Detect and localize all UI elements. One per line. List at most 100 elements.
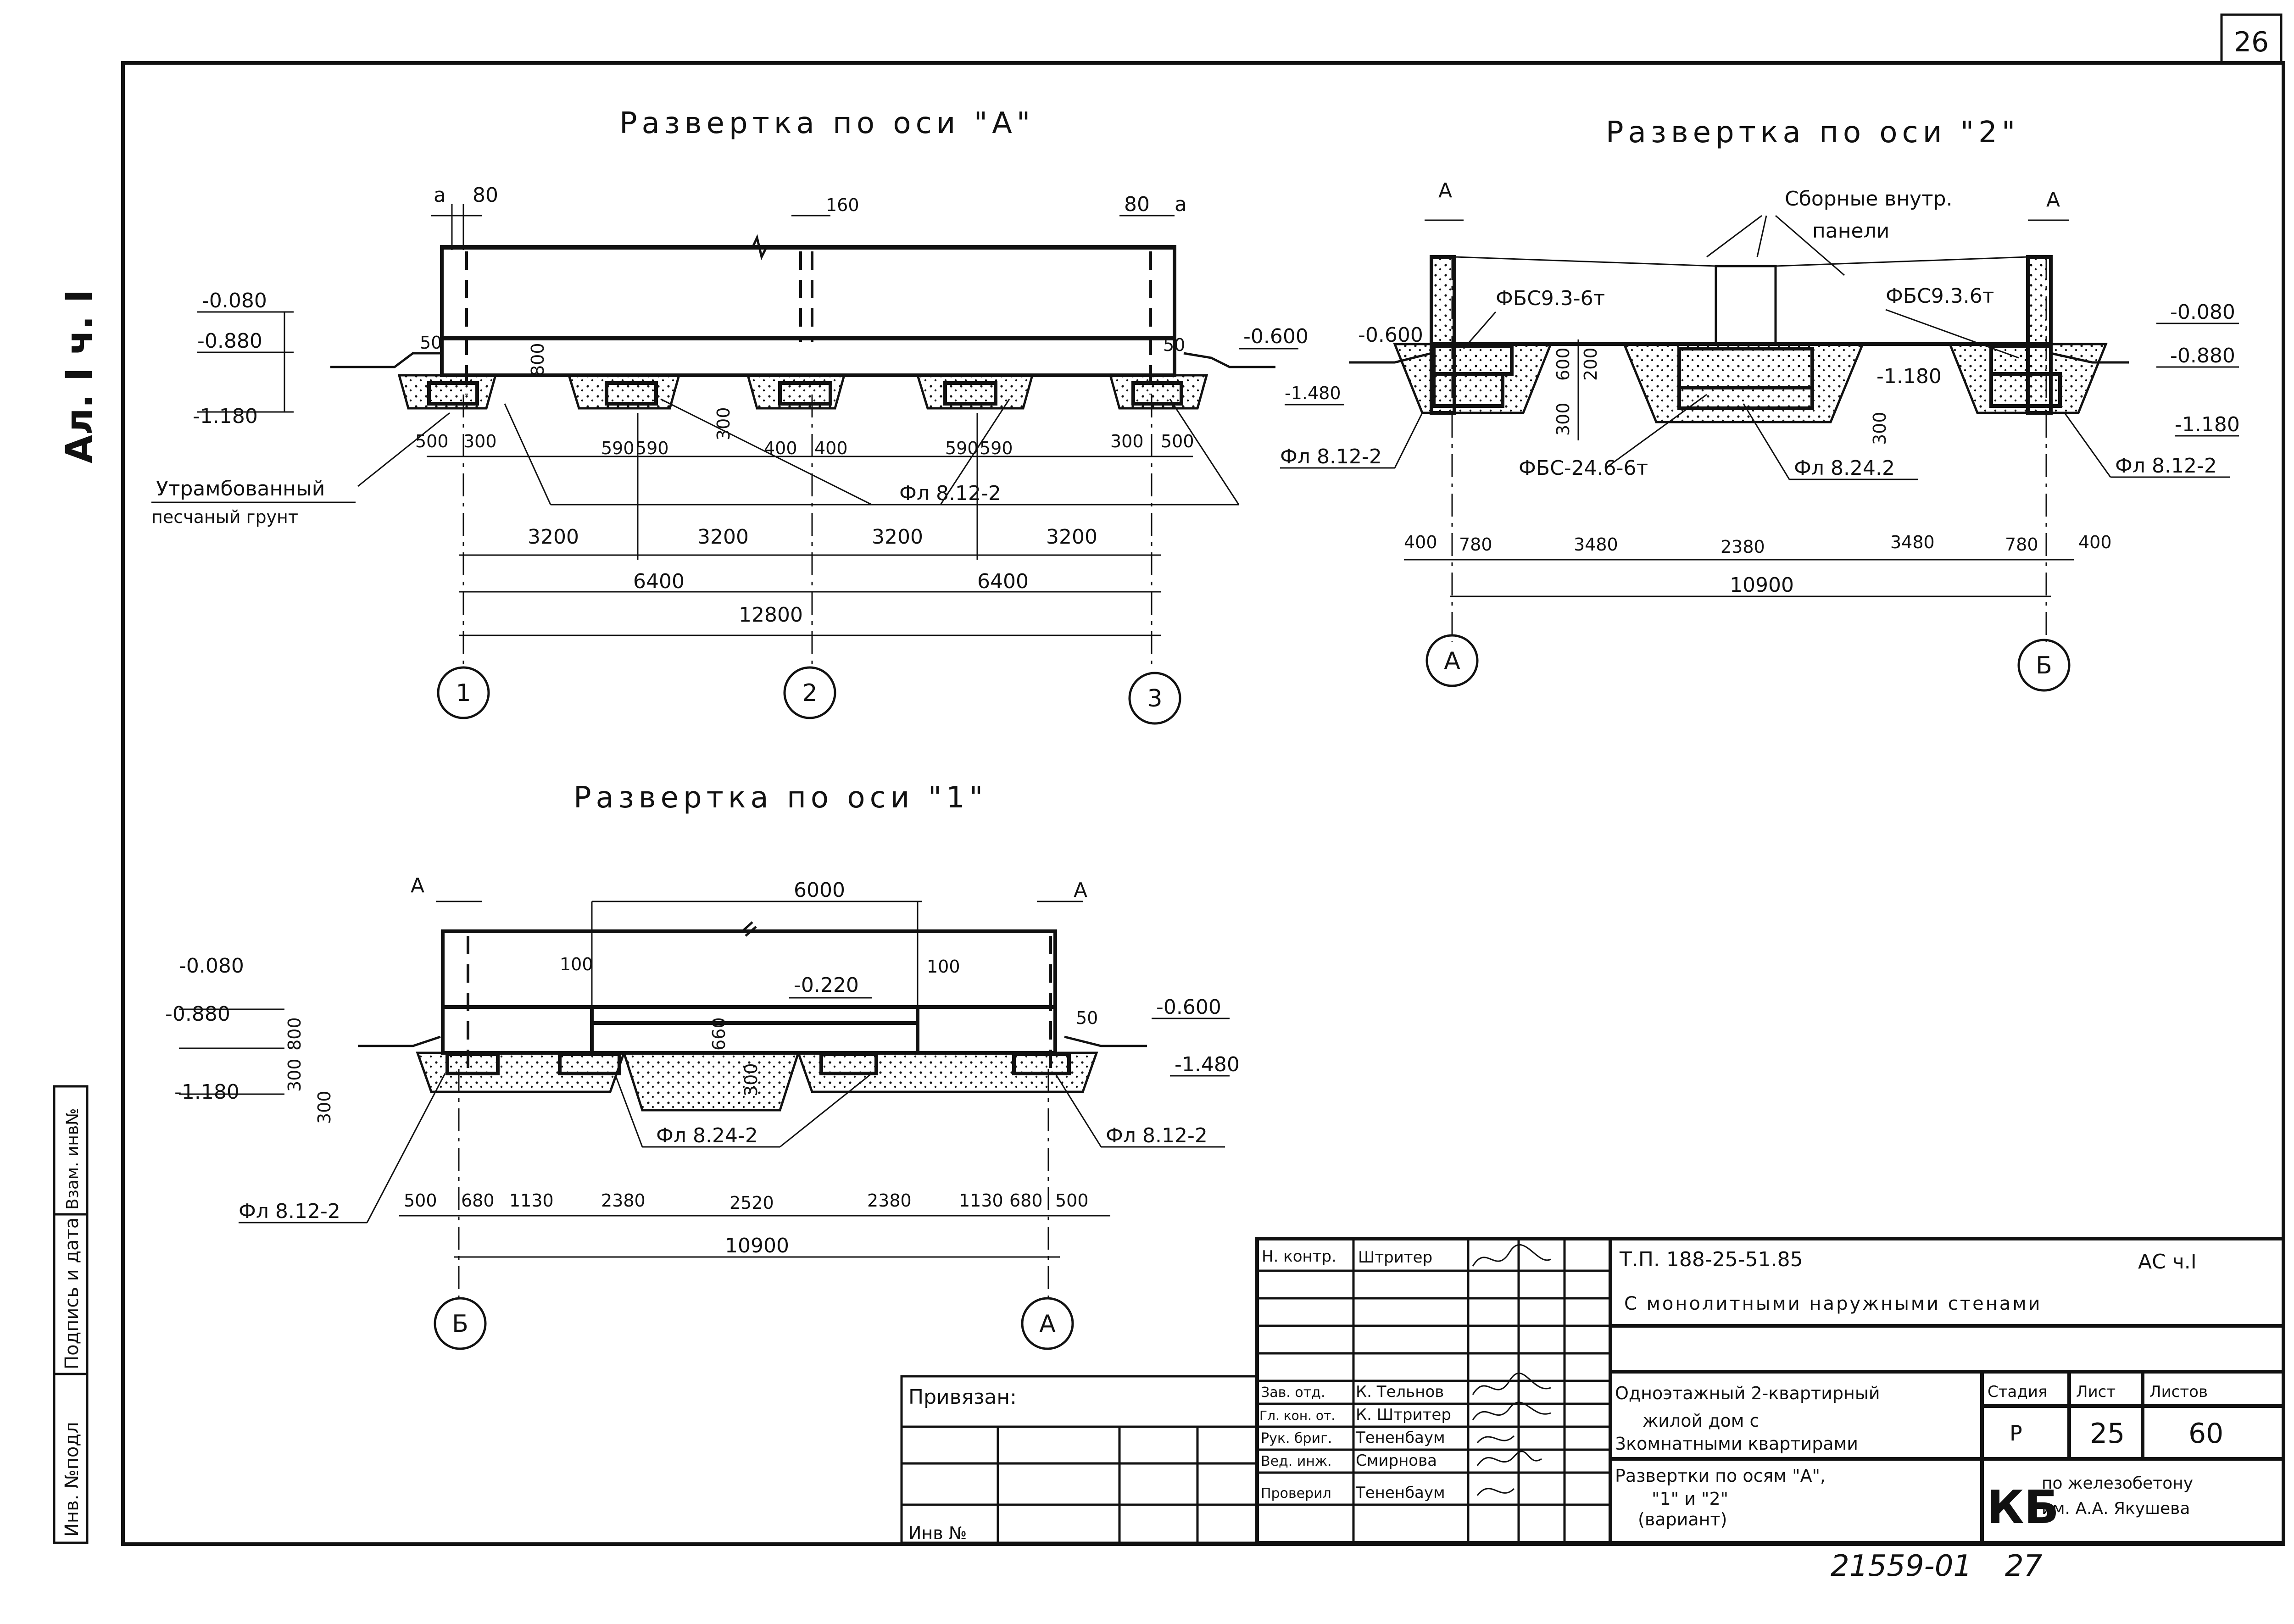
dim-1-8: 680 [1009,1190,1043,1211]
bound-label: Привязан: [908,1385,1017,1409]
title-block: Н. контр. Штритер Зав. отд. К. Тельнов Г… [900,1237,2285,1545]
axis-bubble-2b: Б [2036,652,2052,679]
subtitle: С монолитными наружными стенами [1624,1293,2042,1314]
small-dim-2-1: 600 [1553,347,1573,381]
panels-label-2: панели [1812,219,1889,243]
dim-2-7: 400 [2078,532,2112,552]
top-dim-2b: А [2046,188,2060,211]
small-dim-2-2: 200 [1581,347,1601,381]
stage-value: Р [2010,1421,2022,1446]
small-dim-a4: 300 [713,407,734,440]
part-a: Фл 8.12-2 [899,482,1001,505]
footer-code: 21559-01 [1831,1549,1972,1583]
part-2-1: Фл 8.12-2 [1280,445,1382,468]
sheet-title-3: (вариант) [1638,1509,1727,1529]
small-dim-1-5: 660 [709,1017,729,1051]
top-dim-1b: 6000 [794,879,845,902]
name-5: Смирнова [1356,1452,1437,1470]
name-6: Тененбаум [1355,1484,1445,1502]
name-2: К. Тельнов [1356,1383,1444,1401]
span-a4: 3200 [1046,525,1097,549]
top-dim-a1: a [434,184,446,207]
left-strip: Инв. №подл Подпись и дата Взам. инв№ [53,1085,89,1544]
signature-1 [1472,1244,1551,1267]
level-a-1: -0.080 [202,289,267,312]
bot-dim-a2: 300 [463,431,497,451]
top-dim-a2: 80 [473,184,498,207]
signature-6 [1476,1488,1515,1496]
total-2: 10900 [1730,573,1794,597]
span-a2: 3200 [697,525,749,549]
note-a-2: песчаный грунт [151,507,298,527]
org-logo: КБ [1987,1480,2059,1534]
dim-2-2: 780 [1459,534,1492,555]
sheet-label: Лист [2076,1383,2116,1401]
bot-dim-a6: 400 [814,438,848,458]
small-dim-a2: 800 [528,343,548,376]
role-1: Н. контр. [1262,1247,1336,1266]
note-a-1: Утрамбованный [156,477,325,501]
dim-1-5: 2520 [729,1193,774,1213]
building-2: жилой дом с [1643,1411,1759,1431]
level-1-3: -1.180 [174,1080,239,1104]
bot-dim-a1: 500 [415,431,449,451]
bot-dim-a9: 300 [1110,431,1144,451]
sheet-code: АС ч.I [2138,1250,2197,1274]
level-a-2: -0.880 [197,329,262,353]
top-dim-2a: А [1438,179,1452,202]
dim-2-1: 400 [1404,532,1437,552]
org-2: им. А.А. Якушева [2042,1499,2190,1518]
level-2-1: -0.600 [1358,323,1423,347]
level-a-3: -1.180 [193,405,258,428]
dim-2-3: 3480 [1574,534,1618,555]
drawing-axis-a: Развертка по оси "А" [151,106,1308,725]
small-dim-1-4: 300 [314,1090,334,1124]
level-1-2: -0.880 [165,1002,230,1026]
page-number: 26 [2234,26,2269,58]
block-2-3: ФБС-24.6-6т [1519,456,1648,480]
small-top-1: 100 [560,954,593,974]
axis-bubble-2a: А [1444,647,1460,675]
part-2-3: Фл 8.12-2 [2115,454,2217,478]
stage-label: Стадия [1988,1383,2047,1401]
half-a2: 6400 [977,570,1029,593]
dim-1-6: 2380 [867,1190,912,1211]
dim-2-4: 2380 [1720,537,1765,557]
axis-bubble-a2: 2 [802,679,817,707]
sheet-title-1: Развертки по осям "А", [1615,1466,1826,1486]
part-1-3: Фл 8.12-2 [1106,1124,1208,1147]
bot-dim-a4: 590 [635,438,669,458]
bot-dim-a3: 590 [601,438,635,458]
half-a1: 6400 [633,570,685,593]
org-1: по железобетону [2042,1474,2193,1493]
small-dim-1-3: 300 [284,1058,305,1092]
level-2-6: -1.180 [1876,365,1942,388]
span-a3: 3200 [872,525,923,549]
role-3: Гл. кон. от. [1259,1408,1335,1423]
side-stamp: Ал. I ч. I [58,289,100,463]
role-2: Зав. отд. [1261,1385,1325,1401]
bot-dim-a8: 590 [980,438,1013,458]
page-number-box [2220,13,2283,64]
top-dim-a4: 80 [1124,193,1150,216]
bot-dim-a5: 400 [764,438,797,458]
part-2-2: Фл 8.24.2 [1794,456,1895,480]
top-dim-a3: 160 [826,195,859,215]
axis-bubble-a3: 3 [1147,685,1162,712]
sheets-label: Листов [2149,1383,2208,1401]
level-2-4: -0.880 [2170,344,2235,367]
dim-1-4: 2380 [601,1190,646,1211]
sheet-title-2: "1" и "2" [1652,1489,1728,1509]
dim-1-7: 1130 [959,1190,1003,1211]
signature-5 [1476,1451,1542,1466]
level-1-5: -0.600 [1156,996,1221,1019]
part-1-2: Фл 8.12-2 [239,1200,340,1223]
block-2-2: ФБС9.3.6т [1886,284,1994,308]
name-4: Тененбаум [1355,1429,1445,1447]
small-dim-1-6: 300 [741,1063,761,1096]
sheets-value: 60 [2188,1418,2223,1450]
project-code: Т.П. 188-25-51.85 [1619,1248,1803,1271]
dim-2-5: 3480 [1890,532,1935,552]
small-dim-a3: 50 [1163,335,1185,355]
level-a-4: -0.600 [1243,325,1308,348]
